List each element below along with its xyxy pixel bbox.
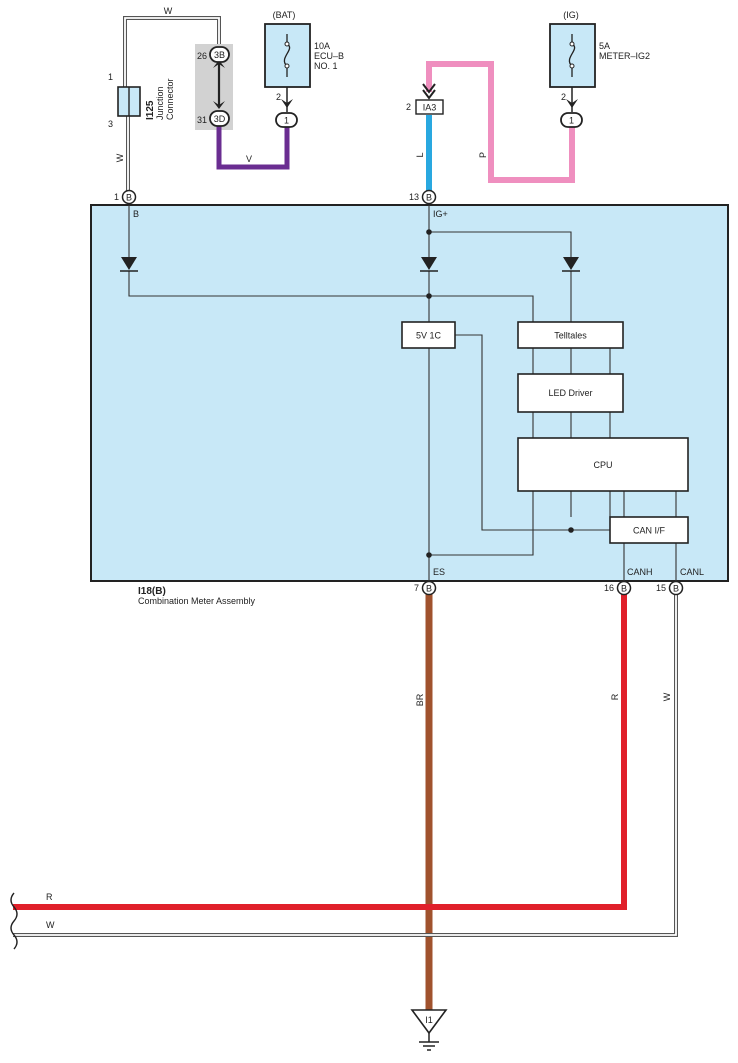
meter-id: I18(B) xyxy=(138,586,166,597)
cpu-block xyxy=(517,437,689,492)
wire-white-canl xyxy=(13,594,678,937)
wire-label-r-bottom: R xyxy=(46,892,53,902)
meter-pin-canl-num: 15 xyxy=(656,583,666,593)
junction-connector-desc-1: Junction xyxy=(155,86,165,120)
ia3-arrow-icon xyxy=(422,83,436,100)
splice-arrow-down-icon xyxy=(213,101,225,109)
junction-pin-top: 1 xyxy=(108,72,113,82)
wire-label-v: V xyxy=(246,154,252,164)
cpu-label: CPU xyxy=(593,460,612,470)
meter-name: Combination Meter Assembly xyxy=(138,596,256,606)
can-if-label: CAN I/F xyxy=(633,526,666,536)
ig-fuse-pin: 2 xyxy=(561,92,566,102)
meter-pin-canh-label: CANH xyxy=(627,567,653,577)
wire-label-br: BR xyxy=(415,693,425,706)
svg-text:3B: 3B xyxy=(214,50,225,60)
wire-red xyxy=(13,594,627,910)
bat-fuse-conn: 1 xyxy=(275,112,298,128)
svg-text:B: B xyxy=(426,193,432,203)
telltales-label: Telltales xyxy=(554,331,587,341)
meter-pin-canh: B xyxy=(616,580,632,596)
ig-fuse-name: METER–IG2 xyxy=(599,51,650,61)
junction-connector-id: I125 xyxy=(145,100,156,120)
meter-pin-igplus-label: IG+ xyxy=(433,209,448,219)
wire-label-w-bottom: W xyxy=(46,920,55,930)
ia3-conn: IA3 xyxy=(415,99,444,115)
meter-pin-igplus: B xyxy=(421,189,437,205)
ig-source-label: (IG) xyxy=(563,10,579,20)
wire-label-w-left: W xyxy=(115,153,125,162)
led-driver-label: LED Driver xyxy=(548,388,592,398)
meter-pin-b: B xyxy=(121,189,137,205)
wire-label-p: P xyxy=(478,152,488,158)
meter-pin-es-num: 7 xyxy=(414,583,419,593)
ground-triangle-icon xyxy=(410,1009,448,1035)
regulator-block xyxy=(401,321,456,349)
wire-label-r: R xyxy=(610,693,620,700)
wire-break-icon xyxy=(10,892,18,950)
ig-fuse-rating: 5A xyxy=(599,41,610,51)
meter-pin-es-label: ES xyxy=(433,567,445,577)
meter-pin-b-num: 1 xyxy=(114,192,119,202)
regulator-label: 5V 1C xyxy=(416,331,442,341)
meter-pin-canl: B xyxy=(668,580,684,596)
diode-ig-icon xyxy=(420,257,438,272)
meter-pin-igplus-num: 13 xyxy=(409,192,419,202)
splice-pin-a: 26 xyxy=(197,51,207,61)
bat-fuse-rating: 10A xyxy=(314,41,330,51)
wire-violet xyxy=(216,126,290,170)
ground-icon xyxy=(419,1033,439,1051)
bat-source-label: (BAT) xyxy=(273,10,296,20)
svg-text:IA3: IA3 xyxy=(423,103,437,113)
telltales-block xyxy=(517,321,624,349)
svg-text:B: B xyxy=(621,584,627,594)
splice-arrow-up-icon xyxy=(213,60,225,68)
ig-fuse-box xyxy=(549,23,596,88)
svg-text:B: B xyxy=(673,584,679,594)
diode-b-icon xyxy=(120,257,138,272)
wire-white-top xyxy=(123,16,221,87)
led-driver-block xyxy=(517,373,624,413)
internal-wiring xyxy=(128,205,677,581)
junction-dots xyxy=(426,229,574,558)
bat-fuse-box xyxy=(264,23,311,88)
meter-pin-canl-label: CANL xyxy=(680,567,704,577)
bat-fuse-pin-icon xyxy=(281,99,293,108)
ig-fuse-conn: 1 xyxy=(560,112,583,128)
ground-label: I1 xyxy=(425,1015,433,1025)
svg-text:B: B xyxy=(426,584,432,594)
wire-label-l: L xyxy=(415,152,425,157)
ia3-pin: 2 xyxy=(406,102,411,112)
splice-pin-b: 31 xyxy=(197,115,207,125)
wire-label-w-top: W xyxy=(164,6,173,16)
can-if-block xyxy=(609,516,689,544)
wire-label-w-right: W xyxy=(662,692,672,701)
ig-fuse-pin-icon xyxy=(566,99,578,108)
meter-pin-es: B xyxy=(421,580,437,596)
junction-pin-bottom: 3 xyxy=(108,119,113,129)
meter-pin-b-label: B xyxy=(133,209,139,219)
junction-connector-desc-2: Connector xyxy=(165,78,175,120)
splice-conn-a: 3B xyxy=(209,46,230,63)
svg-text:3D: 3D xyxy=(214,114,226,124)
diode-telltale-icon xyxy=(562,257,580,272)
bat-fuse-name-2: NO. 1 xyxy=(314,61,338,71)
wire-pink xyxy=(426,61,575,183)
splice-conn-b: 3D xyxy=(209,110,230,127)
meter-pin-canh-num: 16 xyxy=(604,583,614,593)
bat-fuse-name-1: ECU–B xyxy=(314,51,344,61)
svg-text:B: B xyxy=(126,193,132,203)
svg-text:1: 1 xyxy=(284,116,289,126)
svg-text:1: 1 xyxy=(569,116,574,126)
bat-fuse-pin: 2 xyxy=(276,92,281,102)
